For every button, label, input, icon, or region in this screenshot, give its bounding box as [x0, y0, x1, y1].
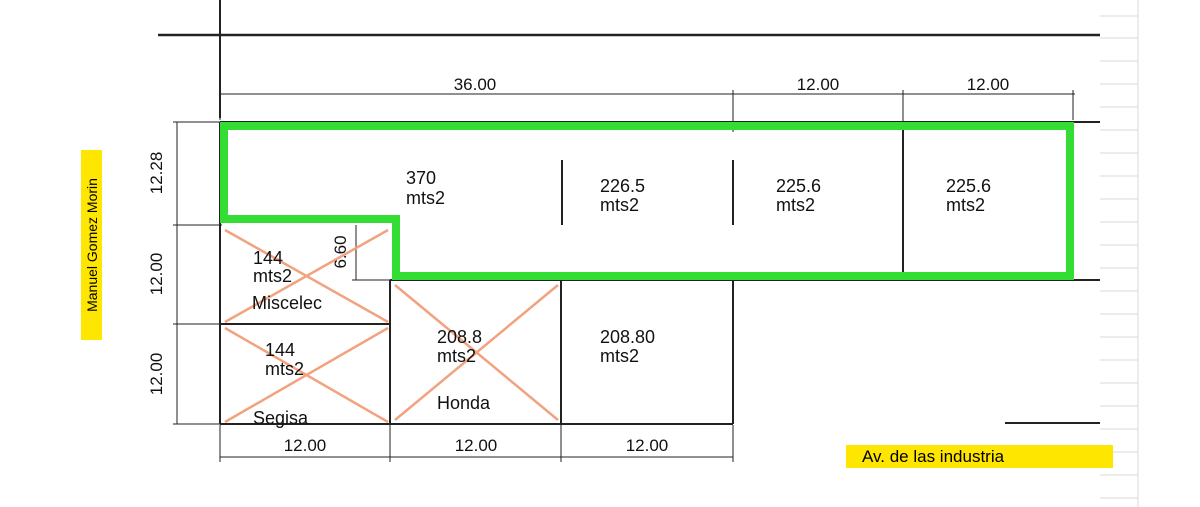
dim-bottom-1: 12.00 — [284, 436, 327, 455]
lot-honda-tenant: Honda — [437, 393, 491, 413]
dim-top-1: 36.00 — [454, 75, 497, 94]
lot-225-6-b-area: 225.6 — [946, 176, 991, 196]
left-street-highlight — [81, 150, 102, 340]
lot-208-80-area: 208.80 — [600, 327, 655, 347]
bottom-street-highlight — [846, 445, 1113, 468]
dim-bottom-3: 12.00 — [626, 436, 669, 455]
dim-left-3: 12.00 — [147, 353, 166, 396]
dim-bottom-2: 12.00 — [455, 436, 498, 455]
lot-225-6-b-unit: mts2 — [946, 195, 985, 215]
lot-honda-area: 208.8 — [437, 327, 482, 347]
lot-honda-unit: mts2 — [437, 346, 476, 366]
highlighted-lots-outline — [220, 122, 1074, 280]
lot-208-80-unit: mts2 — [600, 346, 639, 366]
dim-top-3: 12.00 — [967, 75, 1010, 94]
left-dimension-line — [173, 121, 222, 425]
lot-226-5-area: 226.5 — [600, 176, 645, 196]
lot-370-unit: mts2 — [406, 188, 445, 208]
lot-miscelec-area: 144 — [253, 248, 283, 268]
bottom-dimension-line — [219, 425, 734, 462]
crossed-lot-marks — [224, 228, 559, 424]
dim-left-1: 12.28 — [147, 152, 166, 195]
left-street-label: Manuel Gomez Morin — [84, 178, 100, 312]
dim-left-2: 12.00 — [147, 253, 166, 296]
lot-segisa-unit: mts2 — [265, 359, 304, 379]
lot-370-area: 370 — [406, 168, 436, 188]
lot-miscelec-tenant: Miscelec — [252, 293, 322, 313]
dim-small: 6.60 — [331, 235, 350, 268]
lot-225-6-a-area: 225.6 — [776, 176, 821, 196]
lot-226-5-unit: mts2 — [600, 195, 639, 215]
bottom-street-label: Av. de las industria — [862, 447, 1005, 466]
lot-segisa-area: 144 — [265, 340, 295, 360]
lot-miscelec-unit: mts2 — [253, 266, 292, 286]
dim-top-2: 12.00 — [797, 75, 840, 94]
lot-225-6-a-unit: mts2 — [776, 195, 815, 215]
lot-segisa-tenant: Segisa — [253, 408, 309, 428]
spreadsheet-grid — [1100, 0, 1139, 507]
small-dimension-line — [352, 225, 396, 281]
